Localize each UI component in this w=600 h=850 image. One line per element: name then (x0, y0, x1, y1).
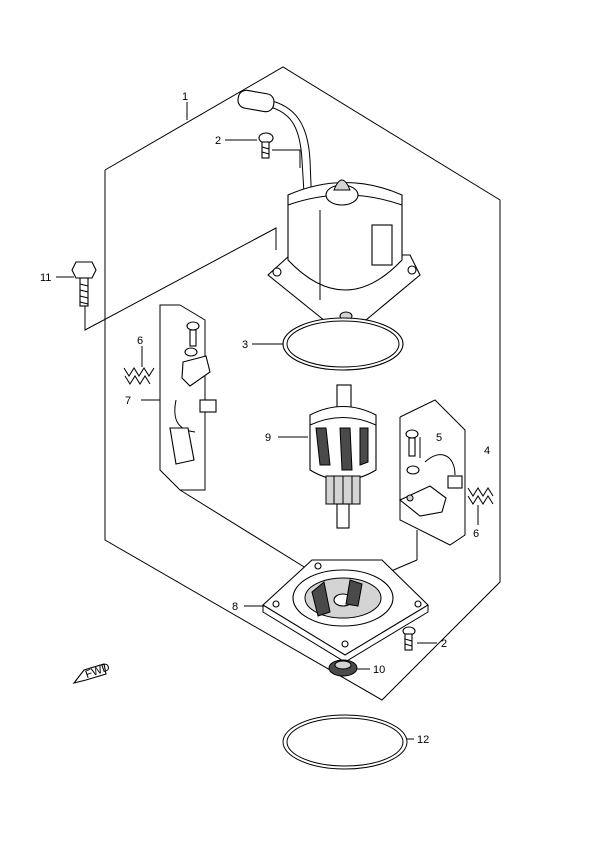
hex-bolt-icon (71, 261, 97, 307)
callout-5: 5 (436, 432, 442, 444)
forward-arrow-icon: FWD (72, 661, 112, 684)
base-plate (262, 559, 429, 663)
motor-housing (237, 89, 421, 326)
spring-icon (123, 367, 155, 385)
callout-2-bottom: 2 (441, 638, 447, 650)
callout-4: 4 (484, 445, 490, 457)
brush-holder-right-bracket (399, 399, 466, 546)
screw-icon (258, 132, 274, 159)
brush-holder-left (169, 321, 217, 465)
callout-11: 11 (40, 272, 51, 284)
callout-8: 8 (232, 601, 238, 613)
screw-icon (402, 626, 416, 651)
leader-lines (56, 102, 479, 740)
callout-2-top: 2 (215, 135, 221, 147)
callout-3: 3 (242, 339, 248, 351)
callout-7: 7 (125, 395, 131, 407)
fwd-label: FWD (84, 661, 112, 681)
callout-10: 10 (373, 664, 385, 676)
assembly-outline (104, 66, 501, 701)
callout-6-right: 6 (473, 528, 479, 540)
brush-holder-left-bracket (159, 304, 206, 491)
callout-1: 1 (182, 91, 188, 103)
washer-icon (328, 659, 358, 677)
o-ring-icon (282, 317, 404, 371)
armature (309, 384, 377, 529)
callout-6-left: 6 (137, 335, 143, 347)
callout-12: 12 (417, 734, 429, 746)
callout-9: 9 (265, 432, 271, 444)
brush-holder-right (398, 429, 463, 517)
spring-icon (467, 487, 494, 505)
large-o-ring-icon (282, 714, 408, 770)
